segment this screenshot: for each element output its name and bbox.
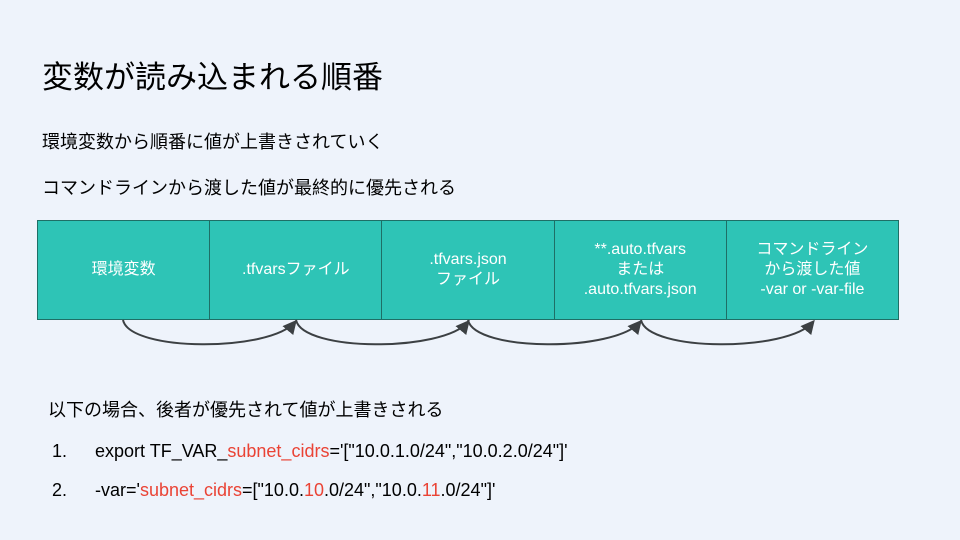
highlighted-variable: subnet_cidrs [227, 441, 330, 461]
list-number: 1. [52, 441, 68, 461]
highlighted-value: 10 [303, 480, 324, 500]
subtitle-command-line-priority: コマンドラインから渡した値が最終的に優先される [42, 178, 456, 199]
example-item-2: 2. -var='subnet_cidrs=["10.0.10.0/24","10… [52, 478, 495, 502]
flow-box-command-line: コマンドライン から渡した値 -var or -var-file [725, 220, 900, 320]
flow-box-tfvars: .tfvarsファイル [209, 220, 383, 320]
flow-box-line: コマンドライン [756, 241, 869, 258]
code-text: .0/24"]' [440, 480, 496, 500]
example-item-1: 1. export TF_VAR_subnet_cidrs='["10.0.1.0… [52, 439, 568, 463]
flow-box-line: .tfvars.json [429, 251, 507, 268]
flow-box-line: ファイル [436, 271, 501, 288]
code-text: ='["10.0.1.0/24","10.0.2.0/24"]' [329, 441, 568, 461]
arrow-3-icon [467, 319, 642, 346]
flow-box-line: **.auto.tfvars [594, 241, 687, 258]
load-order-flow: 環境変数 .tfvarsファイル .tfvars.json ファイル **.au… [37, 220, 900, 320]
code-text: .0/24","10.0. [323, 480, 422, 500]
flow-box-line: .auto.tfvars.json [583, 281, 697, 298]
flow-box-line: 環境変数 [91, 261, 156, 278]
code-text: =["10.0. [242, 480, 304, 500]
list-number: 2. [52, 480, 68, 500]
subtitle-overwrite-order: 環境変数から順番に値が上書きされていく [42, 132, 384, 153]
flow-box-line: .tfvarsファイル [242, 261, 350, 278]
example-heading: 以下の場合、後者が優先されて値が上書きされる [48, 400, 444, 421]
flow-box-auto-tfvars: **.auto.tfvars または .auto.tfvars.json [553, 220, 727, 320]
page-title: 変数が読み込まれる順番 [42, 60, 383, 96]
flow-box-line: -var or -var-file [760, 281, 865, 298]
arrow-1-icon [122, 319, 297, 346]
flow-box-line: または [616, 261, 665, 278]
flow-box-env-vars: 環境変数 [37, 220, 211, 320]
highlighted-value: 11 [421, 480, 441, 500]
arrow-4-icon [640, 319, 815, 346]
highlighted-variable: subnet_cidrs [139, 480, 243, 500]
code-text: export TF_VAR_ [95, 441, 228, 461]
arrow-2-icon [295, 319, 470, 346]
code-text: -var=' [95, 480, 140, 500]
flow-box-line: から渡した値 [764, 261, 861, 278]
